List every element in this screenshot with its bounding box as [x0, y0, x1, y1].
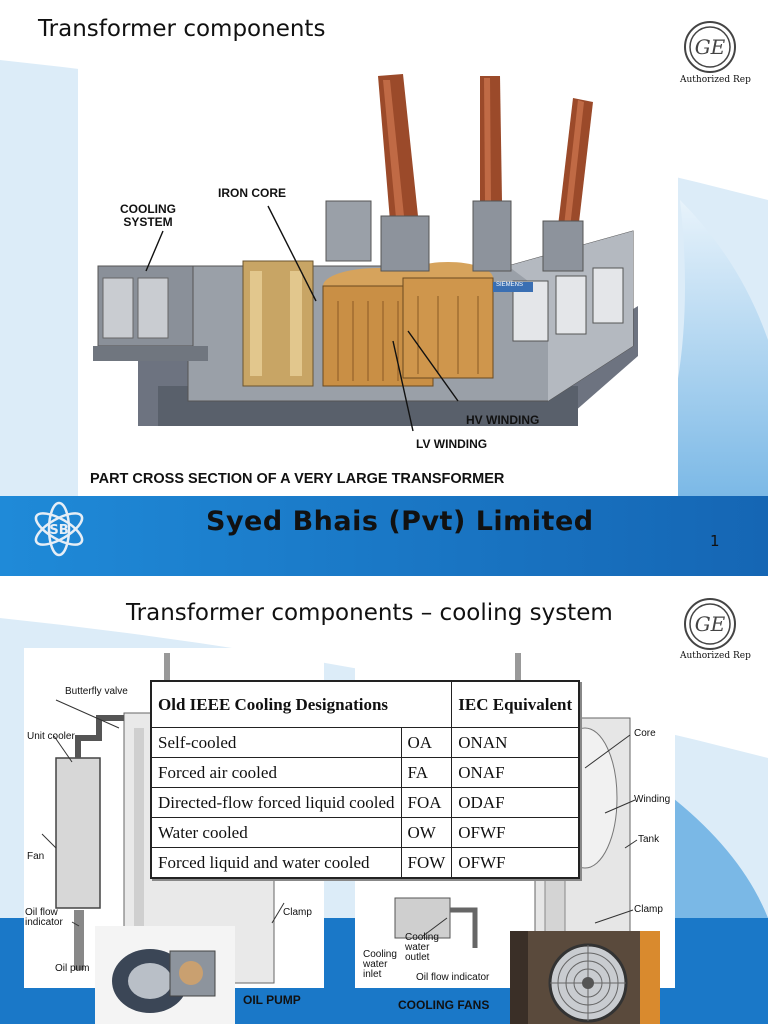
slide-title: Transformer components	[38, 16, 326, 42]
table-row: Forced air cooled FA ONAF	[150, 757, 580, 788]
cooling-water-inlet-line2: water	[363, 959, 388, 970]
cooling-type-cell: Directed-flow forced liquid cooled	[150, 787, 402, 818]
svg-text:GE: GE	[695, 612, 726, 636]
syed-bhais-logo-icon: SB	[34, 501, 84, 557]
cooling-system-label-line1: COOLING	[120, 202, 176, 216]
ieee-code-cell: FA	[400, 757, 453, 788]
table-row: Directed-flow forced liquid cooled FOA O…	[150, 787, 580, 818]
cooling-water-outlet-line2: water	[405, 942, 430, 953]
slide-2: Transformer components – cooling system …	[0, 588, 768, 1024]
slide-1: Transformer components GE Authorized Rep	[0, 16, 768, 576]
unit-cooler-label: Unit cooler	[27, 731, 75, 742]
cooling-type-cell: Forced liquid and water cooled	[150, 847, 402, 879]
clamp-left-label: Clamp	[283, 907, 312, 918]
hv-winding-label: HV WINDING	[466, 413, 540, 427]
lv-winding-label: LV WINDING	[416, 437, 488, 451]
cooling-fans-caption: COOLING FANS	[398, 998, 490, 1012]
ge-logo-icon: GE	[684, 21, 736, 73]
authorized-rep-label: Authorized Rep	[680, 75, 751, 85]
page-number: 1	[710, 532, 720, 550]
iron-core-label: IRON CORE	[218, 186, 287, 200]
company-name: Syed Bhais (Pvt) Limited	[206, 506, 594, 537]
cooling-water-outlet-line1: Cooling	[405, 932, 439, 943]
table-row: Forced liquid and water cooled FOW OFWF	[150, 847, 580, 879]
cooling-water-inlet-label: Cooling water inlet	[363, 950, 397, 980]
header-ieee-designations: Old IEEE Cooling Designations	[150, 680, 453, 728]
svg-text:GE: GE	[695, 35, 726, 59]
table-row: Water cooled OW OFWF	[150, 817, 580, 848]
oil-flow-indicator-right-label: Oil flow indicator	[416, 972, 490, 983]
tank-label: Tank	[638, 834, 660, 845]
authorized-rep-label: Authorized Rep	[680, 651, 751, 661]
cooling-system-label: COOLING SYSTEM	[120, 203, 176, 229]
iec-code-cell: ODAF	[451, 787, 580, 818]
iec-code-cell: OFWF	[451, 817, 580, 848]
cooling-fan-photo	[510, 931, 660, 1024]
winding-label: Winding	[634, 794, 671, 805]
iec-code-cell: OFWF	[451, 847, 580, 879]
ieee-code-cell: FOA	[400, 787, 453, 818]
oil-flow-indicator-line2: indicator	[25, 917, 63, 928]
cooling-water-inlet-line3: inlet	[363, 969, 382, 980]
ieee-code-cell: OA	[400, 727, 453, 758]
iec-code-cell: ONAN	[451, 727, 580, 758]
oil-flow-indicator-line1: Oil flow	[25, 907, 58, 918]
core-label: Core	[634, 728, 656, 739]
cooling-type-cell: Forced air cooled	[150, 757, 402, 788]
slide-gap	[0, 576, 768, 588]
transformer-illustration: COOLING SYSTEM IRON CORE HV WINDING LV W…	[78, 56, 678, 496]
ieee-code-cell: FOW	[400, 847, 453, 879]
cooling-water-outlet-label: Cooling water outlet	[405, 933, 439, 963]
cooling-water-inlet-line1: Cooling	[363, 949, 397, 960]
slide-title: Transformer components – cooling system	[126, 600, 613, 626]
table-header-row: Old IEEE Cooling Designations IEC Equiva…	[150, 680, 580, 728]
oil-pump-photo	[95, 926, 235, 1024]
ge-logo-icon: GE	[684, 598, 736, 650]
nameplate-label: SIEMENS	[496, 282, 524, 288]
oil-pump-caption: OIL PUMP	[243, 993, 301, 1007]
iec-code-cell: ONAF	[451, 757, 580, 788]
cooling-water-outlet-line3: outlet	[405, 952, 430, 963]
cooling-type-cell: Self-cooled	[150, 727, 402, 758]
svg-text:SB: SB	[49, 523, 68, 538]
cooling-type-cell: Water cooled	[150, 817, 402, 848]
butterfly-valve-label: Butterfly valve	[65, 686, 128, 697]
clamp-right-label: Clamp	[634, 904, 663, 915]
header-iec-equivalent: IEC Equivalent	[451, 680, 580, 728]
cooling-designations-table: Old IEEE Cooling Designations IEC Equiva…	[150, 680, 581, 879]
fan-label: Fan	[27, 851, 45, 862]
oil-pump-label: Oil pum	[55, 963, 90, 974]
table-row: Self-cooled OA ONAN	[150, 727, 580, 758]
oil-flow-indicator-label: Oil flow indicator	[25, 908, 63, 928]
ieee-code-cell: OW	[400, 817, 453, 848]
cooling-system-label-line2: SYSTEM	[123, 215, 173, 229]
illustration-caption: PART CROSS SECTION OF A VERY LARGE TRANS…	[90, 471, 505, 487]
